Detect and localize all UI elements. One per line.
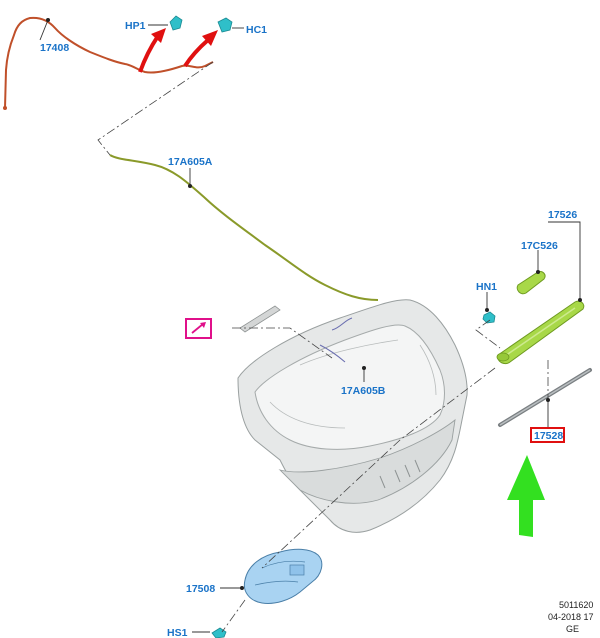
routing-line-2 bbox=[232, 327, 333, 359]
leader-dot-hn1 bbox=[485, 308, 489, 312]
routing-line-5 bbox=[221, 599, 246, 633]
footer-code-2: 04-2018 17 bbox=[548, 612, 594, 622]
leader-dot-17528 bbox=[546, 398, 550, 402]
footer-code-1: 5011620 bbox=[559, 600, 593, 610]
callout-hs1[interactable]: HS1 bbox=[167, 627, 188, 638]
pencil-note-icon bbox=[191, 322, 206, 334]
nozzle-hc1 bbox=[217, 17, 233, 33]
hose-end-17408 bbox=[3, 106, 7, 110]
red-arrow-hp1 bbox=[138, 28, 166, 73]
routing-line-1 bbox=[97, 61, 214, 156]
washer-hose-17408 bbox=[4, 16, 214, 109]
callout-hn1[interactable]: HN1 bbox=[476, 281, 497, 293]
wiper-cover-17c526 bbox=[516, 271, 546, 295]
screw-hs1 bbox=[211, 627, 227, 638]
callout-17a605b[interactable]: 17A605B bbox=[341, 385, 386, 397]
routing-line-4 bbox=[261, 367, 496, 569]
routing-line-3 bbox=[475, 319, 501, 349]
red-arrow-hc1 bbox=[183, 30, 218, 68]
callout-17a605a[interactable]: 17A605A bbox=[168, 156, 213, 168]
leader-dot-17a605a bbox=[188, 184, 192, 188]
selected-part-box bbox=[530, 427, 565, 443]
callout-hc1[interactable]: HC1 bbox=[246, 24, 267, 36]
nozzle-hp1 bbox=[169, 15, 183, 31]
trim-bracket bbox=[239, 305, 281, 333]
wiper-blade-17528 bbox=[498, 368, 592, 427]
leader-dot-17408 bbox=[46, 18, 50, 22]
green-arrow bbox=[507, 455, 545, 537]
leader-dot-17c526 bbox=[536, 270, 540, 274]
wiper-arm-17526 bbox=[496, 300, 585, 365]
washer-hose-17a605a bbox=[109, 154, 379, 301]
leader-dot-17508 bbox=[240, 586, 244, 590]
note-box[interactable] bbox=[185, 318, 212, 339]
callout-17508[interactable]: 17508 bbox=[186, 583, 215, 595]
liftgate-panel bbox=[237, 299, 468, 533]
leader-dot-17a605b bbox=[362, 366, 366, 370]
callout-hp1[interactable]: HP1 bbox=[125, 20, 146, 32]
leader-17408 bbox=[39, 19, 49, 41]
wiper-motor-17508 bbox=[243, 548, 323, 604]
callout-17408[interactable]: 17408 bbox=[40, 42, 69, 54]
callout-17526[interactable]: 17526 bbox=[548, 209, 577, 221]
footer-code-3: GE bbox=[566, 624, 579, 634]
leader-17526 bbox=[548, 221, 581, 300]
callout-17528[interactable]: 17528 bbox=[534, 430, 563, 442]
leader-dot-17526 bbox=[578, 298, 582, 302]
callout-17c526[interactable]: 17C526 bbox=[521, 240, 558, 252]
nut-hn1 bbox=[482, 311, 496, 324]
